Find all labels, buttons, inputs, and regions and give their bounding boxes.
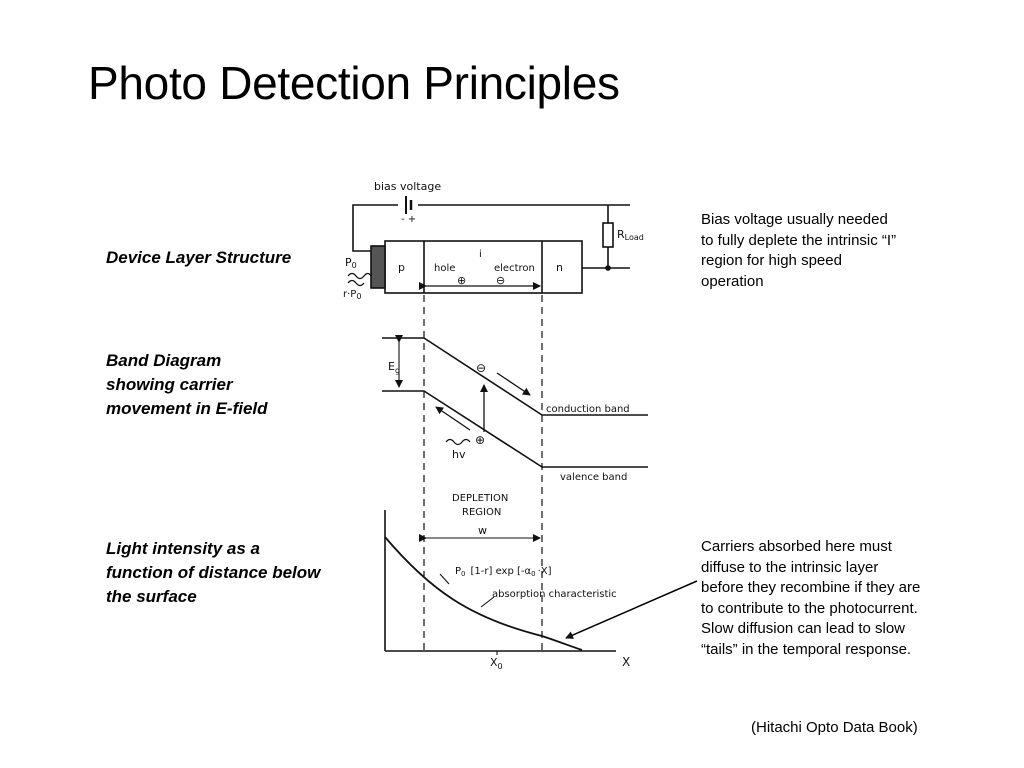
- slide-title: Photo Detection Principles: [88, 57, 620, 109]
- label-line: Device Layer Structure: [106, 248, 292, 267]
- formula-leader: [439, 573, 450, 585]
- formula-end: ·X]: [538, 566, 552, 577]
- formula-alpha-sub: 0: [531, 570, 535, 578]
- rp0-label: r·P0: [343, 289, 361, 301]
- conduction-band-label: conduction band: [546, 404, 630, 415]
- band-hole-symbol: ⊕: [475, 433, 485, 447]
- label-line: function of distance below: [106, 563, 321, 582]
- eg-label: Eg: [388, 360, 400, 375]
- note-line: Bias voltage usually needed: [701, 211, 888, 228]
- formula-body: [1-r] exp [-α: [471, 566, 532, 577]
- note-line: to fully deplete the intrinsic “I”: [701, 231, 897, 249]
- note-line: region for high speed: [701, 252, 842, 269]
- label-line: showing carrier: [106, 375, 233, 394]
- bias-circuit: [352, 196, 630, 271]
- device-body: [384, 240, 583, 294]
- note-line: before they recombine if they are: [701, 579, 921, 596]
- note-line: to contribute to the photocurrent.: [701, 599, 918, 617]
- formula-p: P: [455, 566, 461, 577]
- note-line: diffuse to the intrinsic layer: [701, 558, 879, 576]
- label-line: the surface: [106, 587, 197, 606]
- note-line: “tails” in the temporal response.: [701, 640, 912, 658]
- label-device-layer-structure: Device Layer Structure: [106, 246, 291, 270]
- device-layer: [347, 240, 583, 294]
- layer-n: n: [556, 261, 563, 274]
- rp0-sub: 0: [356, 292, 361, 301]
- intensity-plot: [384, 510, 616, 655]
- label-line: movement in E-field: [106, 399, 268, 418]
- photon-wave: [445, 438, 471, 446]
- note-line: operation: [701, 272, 764, 290]
- carriers-pointer-arrow: [565, 580, 698, 639]
- bias-voltage-label: bias voltage: [374, 180, 441, 193]
- electron-drift-arrow: [496, 372, 531, 396]
- hole-drift-arrow: [435, 406, 471, 431]
- note-line: Slow diffusion can lead to slow: [701, 620, 906, 637]
- circuit-wire-left: [352, 204, 398, 252]
- label-light-intensity: Light intensity as a function of distanc…: [106, 537, 320, 609]
- rp0-main: r·P: [343, 289, 356, 300]
- layer-p: p: [398, 261, 405, 274]
- note-bias-voltage: Bias voltage usually needed to fully dep…: [701, 210, 896, 292]
- eg-sub: g: [395, 366, 400, 375]
- depletion-label-line1: DEPLETION: [452, 493, 508, 504]
- source-credit: (Hitachi Opto Data Book): [751, 719, 918, 736]
- incident-light-wave: [347, 272, 372, 280]
- x0-label: X0: [490, 656, 503, 671]
- label-line: Band Diagram: [106, 351, 222, 370]
- device-window: [370, 245, 386, 289]
- conduction-band-line: [382, 337, 648, 416]
- reflected-light-wave: [347, 279, 365, 287]
- r-load-main: R: [617, 228, 625, 241]
- valence-band-line: [382, 390, 648, 468]
- x0-main: X: [490, 656, 498, 669]
- depletion-label-line2: REGION: [462, 507, 501, 518]
- load-resistor: [602, 222, 614, 248]
- electron-label: electron: [494, 263, 535, 274]
- absorption-leader: [480, 596, 495, 608]
- width-label: w: [478, 524, 487, 537]
- battery-polarity: - +: [401, 214, 416, 225]
- valence-band-label: valence band: [560, 472, 627, 483]
- absorption-curve: [384, 536, 583, 651]
- r-load-sub: Load: [625, 233, 644, 242]
- band-diagram: [382, 335, 648, 468]
- hole-symbol: ⊕: [457, 274, 466, 287]
- band-electron-symbol: ⊖: [476, 361, 486, 375]
- label-band-diagram: Band Diagram showing carrier movement in…: [106, 349, 268, 421]
- eg-main: E: [388, 360, 395, 373]
- electron-symbol: ⊖: [496, 274, 505, 287]
- r-load-label: RLoad: [617, 228, 644, 242]
- x0-sub: 0: [498, 662, 503, 671]
- absorption-label: absorption characteristic: [492, 589, 617, 600]
- layer-i: i: [479, 249, 482, 260]
- p0-main: P: [345, 256, 352, 269]
- x-axis-label: X: [622, 655, 630, 669]
- note-carriers-diffusion: Carriers absorbed here must diffuse to t…: [701, 537, 920, 660]
- formula-p-sub: 0: [461, 570, 465, 578]
- intensity-formula: P0[1-r] exp [-α0·X]: [455, 566, 552, 578]
- hv-label: hv: [452, 448, 466, 461]
- p0-label: P0: [345, 256, 357, 270]
- note-line: Carriers absorbed here must: [701, 538, 892, 555]
- circuit-dot: [605, 265, 611, 271]
- label-line: Light intensity as a: [106, 539, 260, 558]
- p0-sub: 0: [352, 261, 357, 270]
- hole-label: hole: [434, 263, 455, 274]
